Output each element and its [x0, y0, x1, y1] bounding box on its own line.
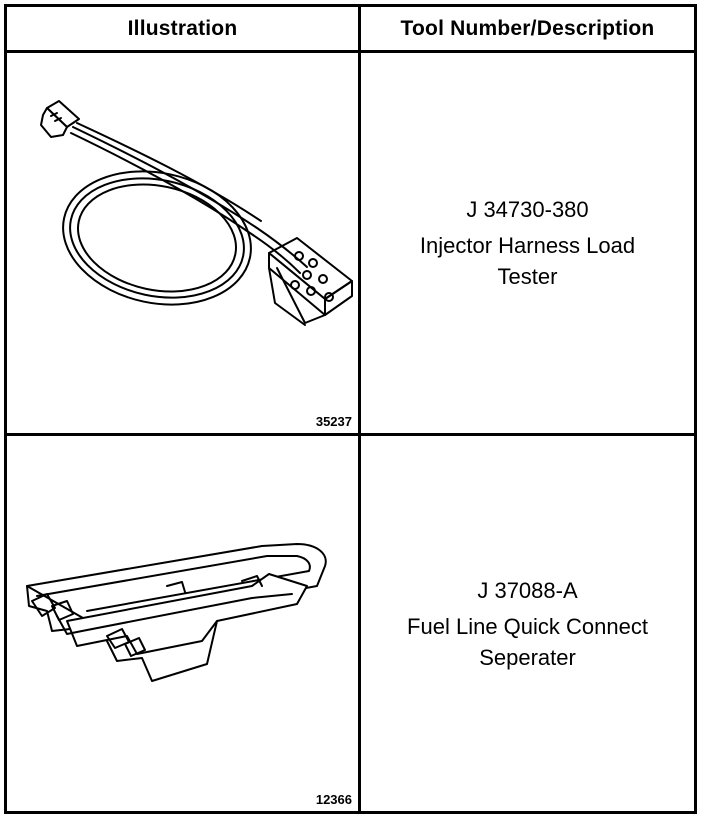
illustration-cell-2: 12366 — [7, 436, 358, 811]
header-tool-description: Tool Number/Description — [400, 16, 655, 40]
tool-description-line: Injector Harness Load — [419, 233, 636, 258]
illustration-cell-1: 35237 — [7, 53, 358, 433]
tool-number: J 34730-380 — [466, 197, 589, 222]
tool-description-line: Seperater — [479, 644, 576, 670]
tool-number: J 37088-A — [477, 577, 578, 603]
header-illustration: Illustration — [127, 16, 238, 40]
harness-illustration — [40, 100, 353, 326]
description-cell-2: J 37088-A Fuel Line Quick Connect Sepera… — [361, 436, 694, 811]
tool-description-line: Tester — [497, 264, 558, 289]
tool-description-line: Fuel Line Quick Connect — [407, 613, 648, 639]
tool-table: Illustration Tool Number/Description — [4, 4, 697, 814]
separator-illustration — [26, 543, 327, 682]
column-divider — [358, 7, 361, 811]
description-cell-1: J 34730-380 Injector Harness Load Tester — [361, 53, 694, 433]
figure-number: 35237 — [315, 414, 352, 429]
figure-number: 12366 — [315, 792, 352, 807]
header-divider — [7, 50, 694, 53]
row-divider — [7, 433, 694, 436]
